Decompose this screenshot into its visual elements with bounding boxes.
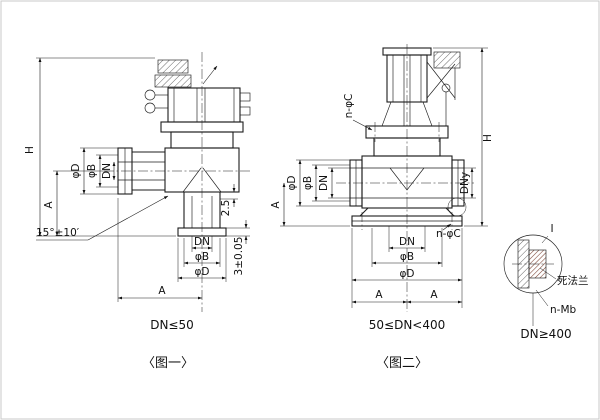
fig1-dim-seat-lip: 2.5 <box>220 184 238 216</box>
fig1-dim-DN-bottom: DN <box>191 236 213 252</box>
fig2-label-DN-bottom: DN <box>399 236 415 248</box>
fig2-dim-A-left: A <box>270 182 350 227</box>
fig1-label-A-left: A <box>43 201 55 209</box>
fig1-label-seat-lip: 2.5 <box>220 200 232 217</box>
detail-callout-label: I <box>550 223 553 235</box>
fig1-bottom-flange <box>177 227 227 237</box>
fig1-label-A-bottom: A <box>158 285 166 297</box>
fig2-label-DN-left: DN <box>318 175 330 191</box>
detail-blind-flange-label: 死法兰 <box>557 274 589 287</box>
fig1-valve-body <box>117 121 244 237</box>
fig2-dim-phiB-left: φB <box>302 164 350 202</box>
fig2-label-phiB-bottom: φB <box>400 251 414 263</box>
fig2-label-A-left: A <box>270 201 282 209</box>
fig1-label-H: H <box>24 146 36 154</box>
fig2-label-A-bottom-right: A <box>430 289 438 301</box>
fig2-label-phiD-left: φD <box>286 175 298 190</box>
detail-bolt-spec-label: n-Mb <box>550 304 577 316</box>
fig1-dim-phiD-side: φD <box>70 147 118 195</box>
fig2-label-DNy: DNy <box>459 172 471 194</box>
fig1-label-phiD-side: φD <box>70 163 82 178</box>
fig1-seat-angle-callout: 15°±10′ <box>36 195 169 241</box>
fig2-range-label: 50≤DN<400 <box>369 318 446 332</box>
fig2-label-n-phiC-bottom: n-φC <box>436 228 461 240</box>
fig2-label-n-phiC-top: n-φC <box>343 94 355 119</box>
fig2-dim-phiD-bottom: φD <box>351 228 463 308</box>
fig1-label-flange-thickness: 3±0.05 <box>233 237 245 276</box>
fig1-label-phiB-side: φB <box>86 164 98 178</box>
fig2-valve-body <box>349 122 467 230</box>
fig1-dim-A-bottom: A <box>117 198 203 302</box>
fig1-label-seat-angle: 15°±10′ <box>36 227 80 239</box>
fig2-label-phiB-left: φB <box>302 176 314 190</box>
fig1-range-label: DN≤50 <box>150 318 194 332</box>
fig2-label-A-bottom-left: A <box>375 289 383 301</box>
fig2-dim-DNy: DNy <box>459 167 476 199</box>
fig2-label-H: H <box>482 134 494 142</box>
fig2-dim-DN-bottom: DN <box>388 226 426 252</box>
fig2-solenoid <box>433 51 461 69</box>
fig1-label-DN-side: DN <box>101 163 113 179</box>
fig2-dim-n-phiC-top: n-φC <box>343 94 373 131</box>
fig1-dim-DN-side: DN <box>101 161 116 181</box>
detail-I-group: I 死法兰 n-Mb DN≥400 <box>503 223 589 341</box>
fig2-dim-H: H <box>433 47 494 227</box>
figure2-group: n-φC H DNy A φD <box>270 44 494 371</box>
fig1-dim-phiD-bottom: φD <box>177 238 227 282</box>
detail-range-label: DN≥400 <box>520 327 571 341</box>
fig1-label-phiD-bottom: φD <box>194 266 209 278</box>
fig2-dim-phiB-bottom: φB <box>371 228 443 267</box>
fig1-caption: 〈图一〉 <box>142 356 194 371</box>
fig1-dim-flange-thickness: 3±0.05 <box>226 220 250 275</box>
fig1-dim-phiB-side: φB <box>86 154 118 188</box>
fig1-dim-H: H <box>24 57 176 237</box>
fig2-label-phiD-bottom: φD <box>399 268 414 280</box>
fig2-dim-A-A-bottom: A A <box>351 289 463 304</box>
fig1-label-DN-bottom: DN <box>194 236 210 248</box>
fig2-dim-DN-left: DN <box>318 167 350 199</box>
fig2-detail-region-circle <box>447 197 467 217</box>
fig1-label-phiB-bottom: φB <box>195 251 209 263</box>
fig2-caption: 〈图二〉 <box>376 356 428 371</box>
figure1-group: H A φD φB DN 15°±10′ <box>24 52 252 371</box>
fig2-actuator <box>381 47 461 127</box>
fig1-direction-arrow <box>202 65 218 85</box>
fig2-dim-phiD-left: φD <box>286 159 350 207</box>
fig1-dim-phiB-bottom: φB <box>183 238 221 267</box>
